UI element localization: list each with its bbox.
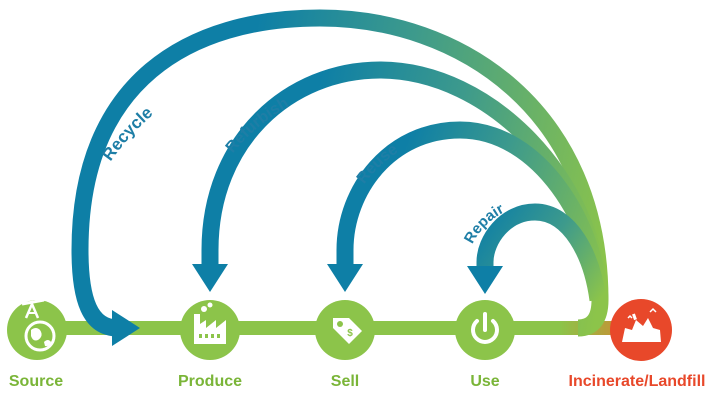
price-tag-icon: $ [333, 318, 362, 344]
node-label-incinerate: Incinerate/Landfill [568, 373, 706, 390]
node-sell: $ [315, 300, 375, 360]
node-label-produce: Produce [177, 373, 243, 390]
node-incinerate [610, 299, 672, 361]
refurbish-arrowhead [192, 264, 228, 292]
node-produce [180, 300, 240, 360]
landfill-waste-icon [622, 307, 661, 342]
factory-icon [194, 302, 226, 344]
repair-arrowhead [467, 266, 503, 294]
repair-loop [476, 203, 607, 302]
recycle-arrowhead [112, 310, 140, 346]
node-source [7, 298, 67, 360]
oil-derrick-globe-icon [21, 298, 56, 352]
refurbish-label: Refurbish [223, 95, 292, 157]
node-label-source: Source [8, 373, 64, 390]
node-label-sell: Sell [330, 373, 360, 390]
svg-text:$: $ [347, 328, 353, 339]
node-label-use: Use [470, 373, 500, 390]
power-icon [471, 312, 499, 344]
node-use [455, 300, 515, 360]
reuse-loop [336, 121, 609, 301]
flow-bar [35, 321, 565, 335]
reuse-label: Reuse [354, 141, 401, 187]
reuse-arrowhead [327, 264, 363, 292]
